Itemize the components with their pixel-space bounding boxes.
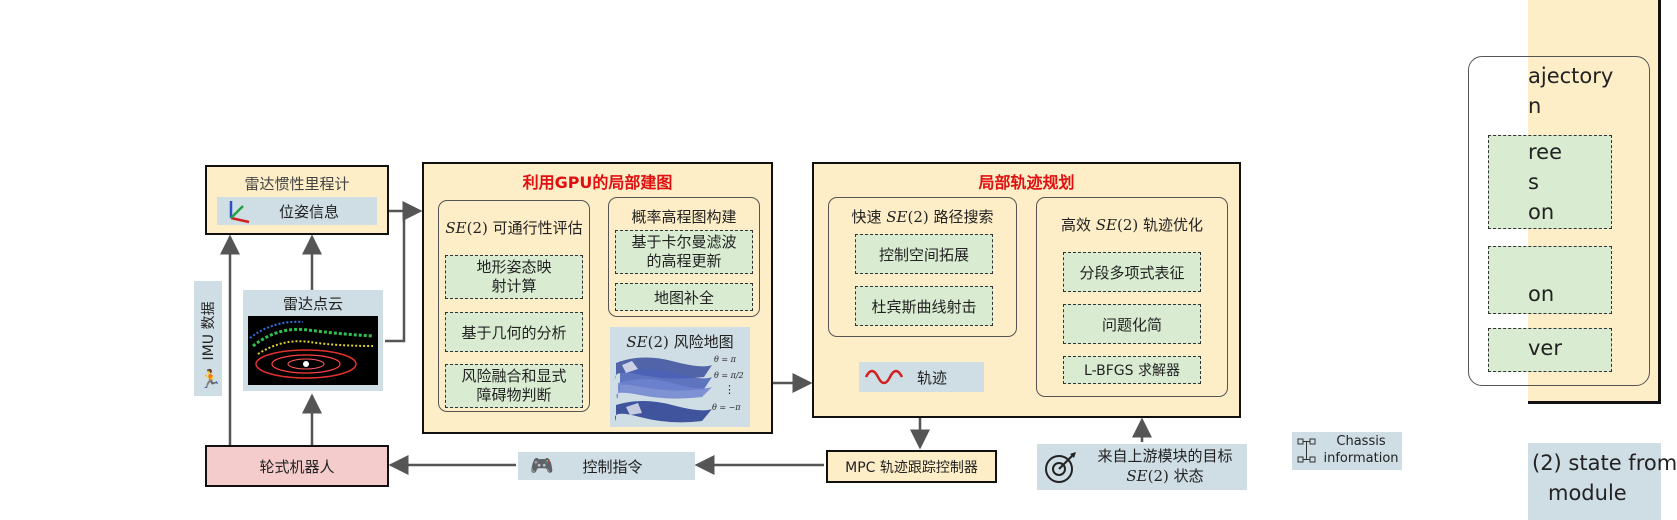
lio-title: 雷达惯性里程计	[244, 175, 350, 193]
lidar-box: 雷达点云	[243, 290, 383, 391]
local-mapping-panel: 利用GPU的局部建图 SE(2) 可通行性评估 地形姿态映 射计算 基于几何的分…	[422, 162, 773, 434]
risk-map-title: SE(2) 风险地图	[626, 333, 734, 351]
terrain-pose-item: 地形姿态映 射计算	[445, 255, 583, 299]
risk-map-box: SE(2) 风险地图 θ = π θ = π/2 ⋮ θ = −π	[610, 327, 750, 427]
cropped-text-5: on	[1528, 200, 1555, 224]
control-space-item: 控制空间拓展	[855, 234, 993, 274]
lbfgs-solver-item: L-BFGS 求解器	[1063, 356, 1201, 384]
chassis-line2: information	[1323, 451, 1399, 466]
goal-line1: 来自上游模块的目标	[1097, 447, 1233, 465]
control-command-label: 控制指令	[582, 457, 643, 476]
planning-title: 局部轨迹规划	[978, 173, 1075, 192]
gamepad-icon: 🎮	[530, 455, 554, 477]
elevation-panel: 概率高程图构建 基于卡尔曼滤波 的高程更新 地图补全	[608, 197, 760, 317]
cropped-dashed-2	[1488, 246, 1612, 314]
cropped-dashed-3	[1488, 328, 1612, 372]
robot-box: 轮式机器人	[205, 445, 389, 487]
cropped-text-4: s	[1528, 170, 1539, 194]
traversability-title: SE(2) 可通行性评估	[445, 219, 583, 237]
target-icon	[1045, 452, 1076, 483]
cropped-text-1: ajectory	[1528, 64, 1614, 88]
mapping-title: 利用GPU的局部建图	[522, 173, 673, 192]
dubins-shot-item: 杜宾斯曲线射击	[855, 286, 993, 326]
local-planning-panel: 局部轨迹规划 快速 SE(2) 路径搜索 控制空间拓展 杜宾斯曲线射击 高效 S…	[812, 162, 1241, 418]
cropped-text-7: ver	[1528, 336, 1562, 360]
robot-label: 轮式机器人	[259, 457, 335, 476]
cropped-text-3: ree	[1528, 140, 1563, 164]
pose-info-label: 位姿信息	[278, 202, 339, 221]
chassis-line1: Chassis	[1336, 434, 1386, 449]
cropped-text-2: n	[1528, 94, 1542, 118]
trajectory-opt-panel: 高效 SE(2) 轨迹优化 分段多项式表征 问题化简 L-BFGS 求解器	[1036, 197, 1228, 397]
geometry-analysis-item: 基于几何的分析	[445, 312, 583, 352]
cropped-inner-panel	[1468, 56, 1650, 386]
mpc-label: MPC 轨迹跟踪控制器	[845, 459, 978, 476]
trajectory-opt-title: 高效 SE(2) 轨迹优化	[1060, 216, 1204, 234]
goal-box: 来自上游模块的目标 SE(2) 状态	[1037, 444, 1247, 490]
sine-wave-icon	[864, 369, 904, 385]
imu-label: IMU 数据	[201, 301, 217, 361]
running-person-icon: 🏃	[199, 369, 222, 390]
traversability-panel: SE(2) 可通行性评估 地形姿态映 射计算 基于几何的分析 风险融合和显式 障…	[438, 200, 590, 412]
goal-line2: SE(2) 状态	[1126, 467, 1204, 485]
theta-label-pi: θ = π	[714, 355, 736, 364]
imu-box: IMU 数据 🏃	[194, 281, 222, 396]
theta-label-half-pi: θ = π/2	[714, 371, 744, 380]
cropped-dashed-1	[1488, 135, 1612, 229]
trajectory-box: 轨迹	[859, 362, 984, 392]
risk-fusion-item: 风险融合和显式 障碍物判断	[445, 364, 583, 408]
path-search-title: 快速 SE(2) 路径搜索	[851, 208, 994, 226]
elevation-title: 概率高程图构建	[631, 208, 737, 226]
point-cloud-image	[248, 316, 378, 385]
piecewise-poly-item: 分段多项式表征	[1063, 252, 1201, 292]
cropped-bottom-box: (2) state from module	[1528, 443, 1677, 520]
arrow-lidar-to-mapping	[385, 211, 406, 343]
risk-map-image	[615, 357, 712, 423]
cropped-right-panel: ajectory n ree s on on ver	[1468, 0, 1661, 404]
theta-ellipsis: ⋮	[724, 383, 735, 396]
path-search-panel: 快速 SE(2) 路径搜索 控制空间拓展 杜宾斯曲线射击	[828, 197, 1017, 337]
cropped-bottom-line1: (2) state from	[1532, 451, 1677, 475]
lidar-label: 雷达点云	[282, 295, 343, 313]
problem-simplify-item: 问题化简	[1063, 304, 1201, 344]
axes-icon	[229, 201, 250, 224]
control-command-box: 🎮 控制指令	[518, 452, 695, 480]
trajectory-label: 轨迹	[917, 369, 948, 387]
chassis-info-box: Chassis information	[1292, 432, 1402, 470]
map-completion-item: 地图补全	[615, 283, 753, 311]
theta-label-neg-pi: θ = −π	[712, 403, 741, 412]
kalman-update-item: 基于卡尔曼滤波 的高程更新	[615, 230, 753, 274]
chassis-icon	[1297, 438, 1316, 463]
mpc-box: MPC 轨迹跟踪控制器	[826, 450, 997, 483]
lio-panel: 雷达惯性里程计 位姿信息	[205, 165, 389, 235]
cropped-text-6: on	[1528, 282, 1555, 306]
cropped-bottom-line2: module	[1548, 481, 1627, 505]
pose-info-box: 位姿信息	[217, 197, 377, 225]
